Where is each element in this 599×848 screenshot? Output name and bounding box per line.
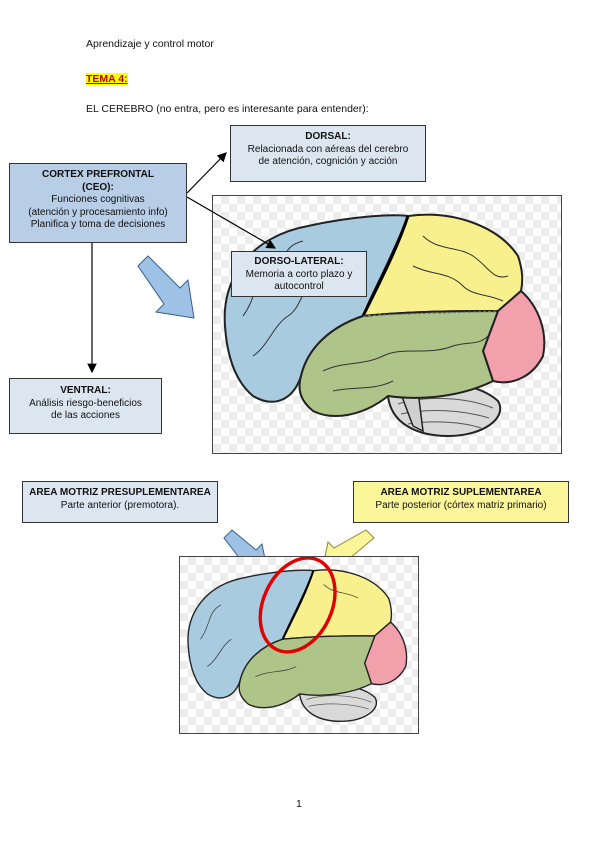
- presupplementary-motor-area-box: AREA MOTRIZ PRESUPLEMENTAREA Parte anter…: [22, 481, 218, 523]
- supplementary-motor-area-box: AREA MOTRIZ SUPLEMENTAREA Parte posterio…: [353, 481, 569, 523]
- dorsolateral-box: DORSO-LATERAL: Memoria a corto plazo y a…: [231, 251, 367, 297]
- dorsolateral-title: DORSO-LATERAL:: [254, 256, 344, 267]
- presupplementary-line-1: Parte anterior (premotora).: [60, 499, 180, 511]
- temporal-lobe: [238, 635, 376, 709]
- prefrontal-cortex-box: CORTEX PREFRONTAL (CEO): Funciones cogni…: [9, 163, 187, 243]
- ventral-title: VENTRAL:: [60, 385, 111, 396]
- brain-image-top: [212, 195, 562, 454]
- temporal-lobe: [298, 309, 500, 417]
- topic-label: TEMA 4:: [86, 73, 128, 85]
- dorsolateral-line-2: autocontrol: [274, 281, 324, 292]
- dorsal-title: DORSAL:: [305, 131, 351, 142]
- dorsal-box: DORSAL: Relacionada con aéreas del cereb…: [230, 125, 426, 182]
- brain-illustration-bottom: [187, 557, 408, 723]
- occipital-lobe: [481, 289, 546, 384]
- central-sulcus: [361, 215, 410, 317]
- prefrontal-line-1: Funciones cognitivas: [51, 194, 145, 205]
- central-sulcus: [281, 570, 315, 640]
- prefrontal-title: CORTEX PREFRONTAL: [41, 169, 155, 180]
- temporal-divider: [362, 310, 499, 317]
- ventral-line-2: de las acciones: [51, 410, 120, 421]
- ventral-line-1: Análisis riesgo-beneficios: [29, 397, 142, 409]
- course-title: Aprendizaje y control motor: [86, 38, 214, 50]
- supplementary-title: AREA MOTRIZ SUPLEMENTAREA: [380, 487, 542, 498]
- cerebellum-folds: [306, 695, 372, 710]
- topic-heading: TEMA 4:: [86, 73, 128, 86]
- dorsolateral-line-1: Memoria a corto plazo y: [245, 268, 353, 280]
- prefrontal-line-2: (atención y procesamiento info): [28, 206, 168, 218]
- highlight-circle: [258, 557, 337, 654]
- prefrontal-line-3: Planifica y toma de decisiones: [30, 219, 166, 230]
- dorsal-line-1: Relacionada con aéreas del cerebro: [247, 143, 409, 155]
- presupplementary-title: AREA MOTRIZ PRESUPLEMENTAREA: [29, 487, 211, 498]
- page-number: 1: [296, 798, 302, 810]
- dorsal-line-2: de atención, cognición y acción: [258, 156, 398, 167]
- prefrontal-subtitle: (CEO):: [82, 181, 114, 193]
- supplementary-line-1: Parte posterior (córtex matriz primario): [375, 499, 547, 511]
- ventral-box: VENTRAL: Análisis riesgo-beneficios de l…: [9, 378, 162, 434]
- connector-arrows: [87, 152, 277, 374]
- blue-arrow-top: [137, 255, 195, 319]
- intro-text: EL CEREBRO (no entra, pero es interesant…: [86, 103, 369, 115]
- brain-image-bottom: [179, 556, 419, 734]
- gyri-lines: [200, 584, 359, 678]
